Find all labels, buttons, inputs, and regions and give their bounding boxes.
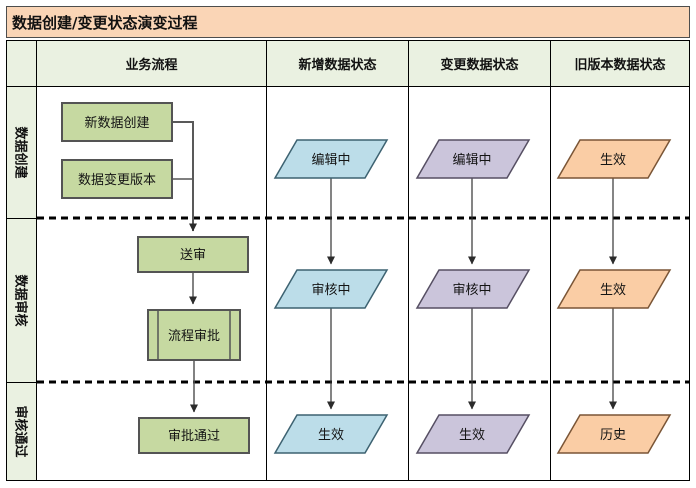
svg-text:审核中: 审核中 xyxy=(452,283,491,298)
column-header-old-version: 旧版本数据状态 xyxy=(550,40,690,87)
diagram-title-bar: 数据创建/变更状态演变过程 xyxy=(6,6,690,38)
state-changed-reviewing: 审核中 xyxy=(415,269,531,309)
state-changed-editing: 编辑中 xyxy=(415,139,531,179)
svg-text:数据变更版本: 数据变更版本 xyxy=(78,172,156,188)
node-flow-approval: 流程审批 xyxy=(147,309,241,361)
svg-text:送审: 送审 xyxy=(180,248,206,263)
diagram-title: 数据创建/变更状态演变过程 xyxy=(12,13,198,32)
svg-text:流程审批: 流程审批 xyxy=(168,329,220,344)
svg-text:生效: 生效 xyxy=(600,283,626,298)
svg-text:历史: 历史 xyxy=(600,428,626,443)
state-old-history: 历史 xyxy=(556,414,672,454)
node-approval-passed: 审批通过 xyxy=(138,417,250,454)
state-old-effective-2: 生效 xyxy=(556,269,672,309)
state-old-effective-1: 生效 xyxy=(556,139,672,179)
connector-create-to-submit xyxy=(172,121,197,232)
lane-label-review-passed: 审核通过 xyxy=(6,382,37,481)
svg-text:审批通过: 审批通过 xyxy=(168,429,220,444)
svg-text:编辑中: 编辑中 xyxy=(452,153,491,168)
node-new-data-create: 新数据创建 xyxy=(61,102,173,142)
svg-text:审核中: 审核中 xyxy=(311,283,350,298)
state-newdata-reviewing: 审核中 xyxy=(273,269,389,309)
node-submit-review: 送审 xyxy=(137,236,249,273)
state-newdata-editing: 编辑中 xyxy=(273,139,389,179)
svg-text:生效: 生效 xyxy=(318,428,344,443)
state-changed-effective: 生效 xyxy=(415,414,531,454)
svg-text:生效: 生效 xyxy=(600,153,626,168)
column-divider-1 xyxy=(266,86,267,481)
state-newdata-effective: 生效 xyxy=(273,414,389,454)
svg-text:编辑中: 编辑中 xyxy=(311,153,350,168)
column-divider-2 xyxy=(408,86,409,481)
svg-text:新数据创建: 新数据创建 xyxy=(84,115,149,131)
svg-text:生效: 生效 xyxy=(459,428,485,443)
node-data-change-version: 数据变更版本 xyxy=(61,159,173,199)
column-divider-3 xyxy=(550,86,551,481)
